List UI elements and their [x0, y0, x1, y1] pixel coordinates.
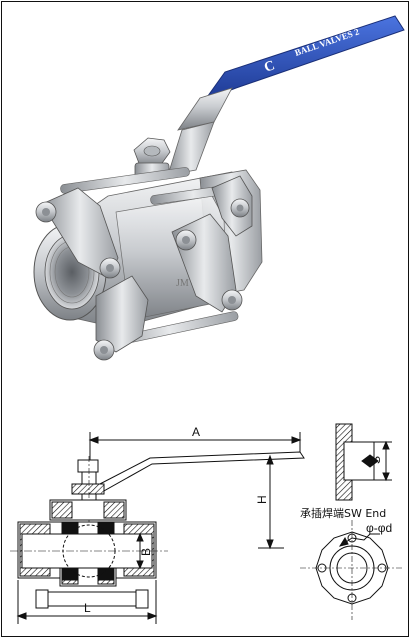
hex-nuts — [35, 198, 250, 361]
technical-drawing: A H — [10, 423, 404, 624]
sw-end-caption: 承插焊端SW End — [300, 507, 387, 520]
dim-s-label: S — [369, 456, 383, 464]
dim-h-label: H — [255, 495, 269, 504]
dim-b-label: B — [139, 548, 153, 556]
body-mark: JM — [176, 278, 189, 289]
drawing-body — [10, 499, 168, 609]
dim-a: A — [88, 425, 302, 476]
dim-h: H — [255, 454, 284, 550]
dim-b: B — [136, 532, 153, 570]
end-view: φ-φd — [300, 520, 404, 620]
body-flanges — [41, 175, 253, 353]
drawing-handle — [95, 451, 305, 493]
dim-a-label: A — [192, 425, 200, 439]
sw-end-detail: S — [335, 423, 392, 501]
dim-l: L — [16, 580, 158, 624]
valve-handle: BALL VALVES 2 C — [167, 15, 405, 176]
dim-phi-label: φ-φd — [366, 521, 392, 535]
handle-logo: C — [262, 58, 276, 75]
valve-photo: BALL VALVES 2 C JM — [33, 15, 405, 361]
dim-l-label: L — [84, 601, 91, 615]
